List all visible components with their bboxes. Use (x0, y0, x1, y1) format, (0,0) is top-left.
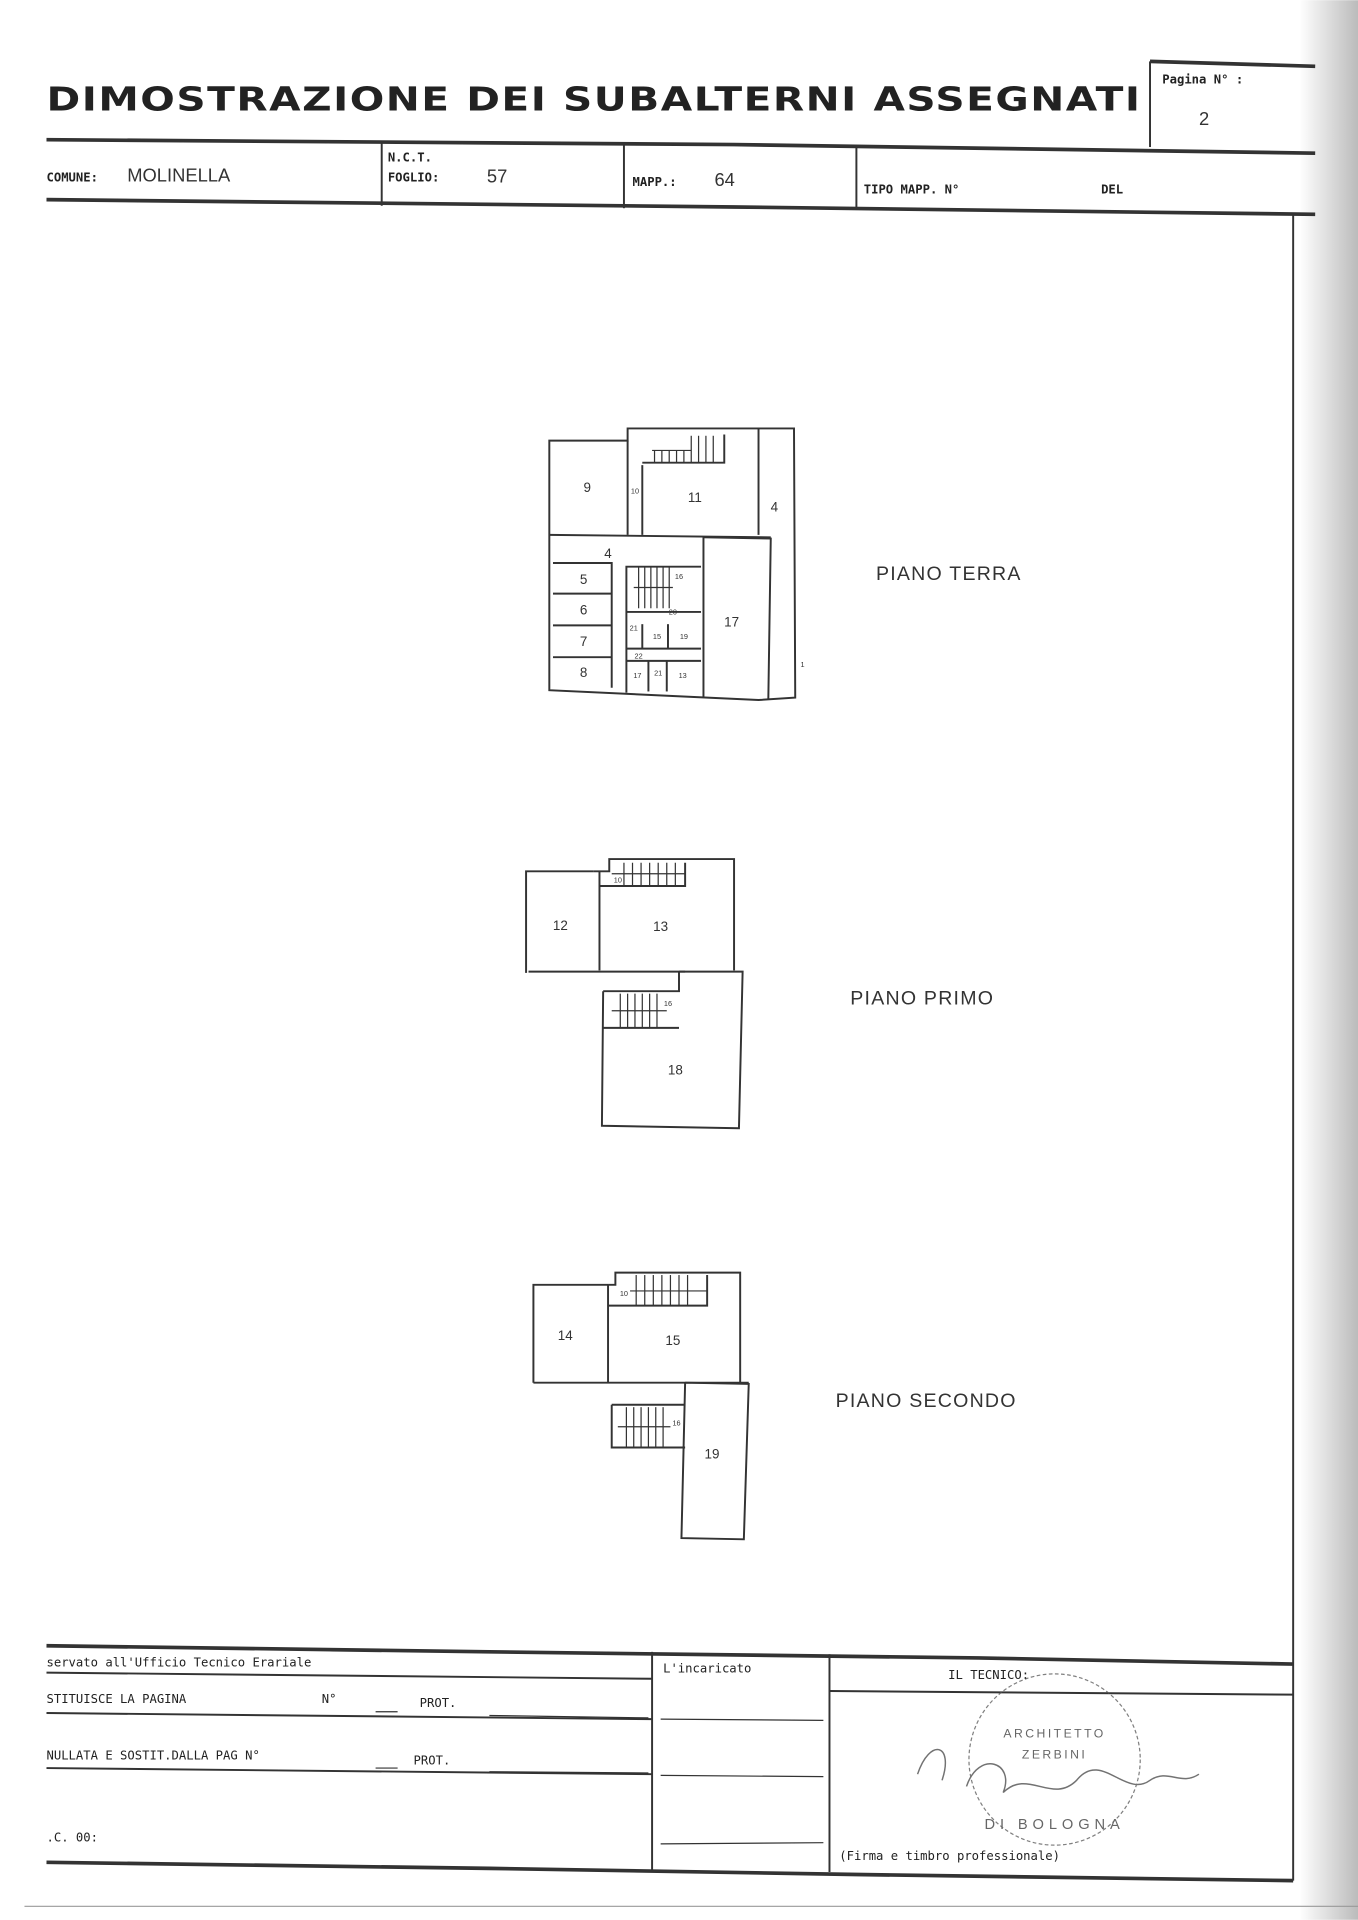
comune-value: MOLINELLA (127, 164, 231, 185)
floor-plan-ground: 9 10 11 4 4 5 6 7 8 16 20 21 15 19 22 17… (548, 427, 1022, 702)
footer-form: servato all'Ufficio Tecnico Erariale STI… (46, 1643, 1294, 1883)
foglio-value: 57 (487, 166, 507, 187)
room-label: 4 (771, 500, 779, 515)
room-label: 8 (580, 665, 587, 680)
foglio-label: FOGLIO: (388, 170, 440, 184)
staircase (633, 566, 673, 609)
prot-field-line (489, 1771, 649, 1774)
room-label: 13 (679, 671, 687, 680)
svg-text:DI BOLOGNA: DI BOLOGNA (984, 1817, 1124, 1833)
room-label: 10 (620, 1289, 628, 1298)
room-label: 4 (604, 546, 612, 561)
room-label: 11 (688, 490, 702, 505)
floor-plan-second: 10 14 15 16 19 PIANO SECONDO (532, 1271, 1017, 1541)
del-label: DEL (1101, 183, 1123, 197)
room-label: 14 (558, 1328, 573, 1343)
staircase (611, 993, 667, 1028)
code-label: .C. 00: (46, 1830, 98, 1844)
nct-label: N.C.T. (388, 151, 432, 165)
annulled-page-label: NULLATA E SOSTIT.DALLA PAG N° (46, 1749, 259, 1763)
room-label: 19 (705, 1447, 720, 1462)
room-label: 17 (633, 671, 641, 680)
room-label: 1 (801, 660, 805, 669)
room-label: 18 (668, 1062, 683, 1077)
room-label: 10 (614, 875, 622, 884)
room-label: 16 (672, 1419, 680, 1428)
room-label: 9 (584, 480, 591, 495)
floor-label-second: PIANO SECONDO (836, 1390, 1017, 1412)
professional-stamp: ARCHITETTO ZERBINI DI BOLOGNA (916, 1673, 1200, 1846)
mapp-label: MAPP.: (633, 175, 677, 189)
room-label: 21 (630, 623, 638, 632)
room-label: 22 (635, 651, 643, 660)
room-label: 17 (724, 615, 739, 630)
document-title: DIMOSTRAZIONE DEI SUBALTERNI ASSEGNATI (46, 79, 1141, 118)
page-n-label: N° (322, 1692, 337, 1706)
staircase (611, 862, 686, 886)
reserved-office-label: servato all'Ufficio Tecnico Erariale (46, 1656, 311, 1670)
incaricato-label: L'incaricato (663, 1662, 751, 1676)
room-label: 7 (580, 634, 587, 649)
floor-plan-first: 10 12 13 16 18 PIANO PRIMO (525, 858, 994, 1130)
tecnico-label: IL TECNICO: (948, 1668, 1029, 1682)
page-edge-shadow (1299, 0, 1358, 1920)
room-label: 10 (631, 486, 639, 495)
divider (46, 137, 1316, 155)
signature-note: (Firma e timbro professionale) (839, 1849, 1060, 1863)
staircase (630, 1275, 708, 1306)
room-label: 20 (669, 607, 677, 616)
replaces-page-label: STITUISCE LA PAGINA (46, 1692, 186, 1706)
room-label: 19 (680, 632, 688, 641)
room-label: 16 (664, 999, 672, 1008)
signature (916, 1748, 1200, 1794)
staircase (652, 435, 714, 463)
room-label: 15 (665, 1333, 680, 1348)
room-label: 5 (580, 572, 587, 587)
room-label: 6 (580, 602, 587, 617)
room-label: 15 (653, 632, 661, 641)
divider (46, 197, 1316, 217)
room-label: 21 (654, 669, 662, 678)
tipo-mapp-label: TIPO MAPP. N° (864, 183, 960, 197)
mapp-value: 64 (714, 169, 734, 190)
room-label: 16 (675, 572, 683, 581)
page-number: 2 (1199, 108, 1209, 129)
comune-label: COMUNE: (46, 170, 98, 184)
prot-label: PROT. (414, 1753, 451, 1767)
page-label: Pagina N° : (1162, 72, 1243, 86)
staircase (617, 1407, 671, 1448)
divider (1149, 59, 1316, 69)
svg-text:ARCHITETTO: ARCHITETTO (1003, 1726, 1105, 1740)
floor-label-first: PIANO PRIMO (850, 988, 994, 1010)
room-label: 12 (553, 918, 568, 933)
svg-text:ZERBINI: ZERBINI (1022, 1747, 1087, 1761)
room-label: 13 (653, 919, 668, 934)
header: DIMOSTRAZIONE DEI SUBALTERNI ASSEGNATI P… (46, 59, 1316, 217)
prot-label: PROT. (420, 1696, 457, 1710)
floor-label-ground: PIANO TERRA (876, 563, 1022, 585)
prot-field-line (489, 1714, 649, 1719)
